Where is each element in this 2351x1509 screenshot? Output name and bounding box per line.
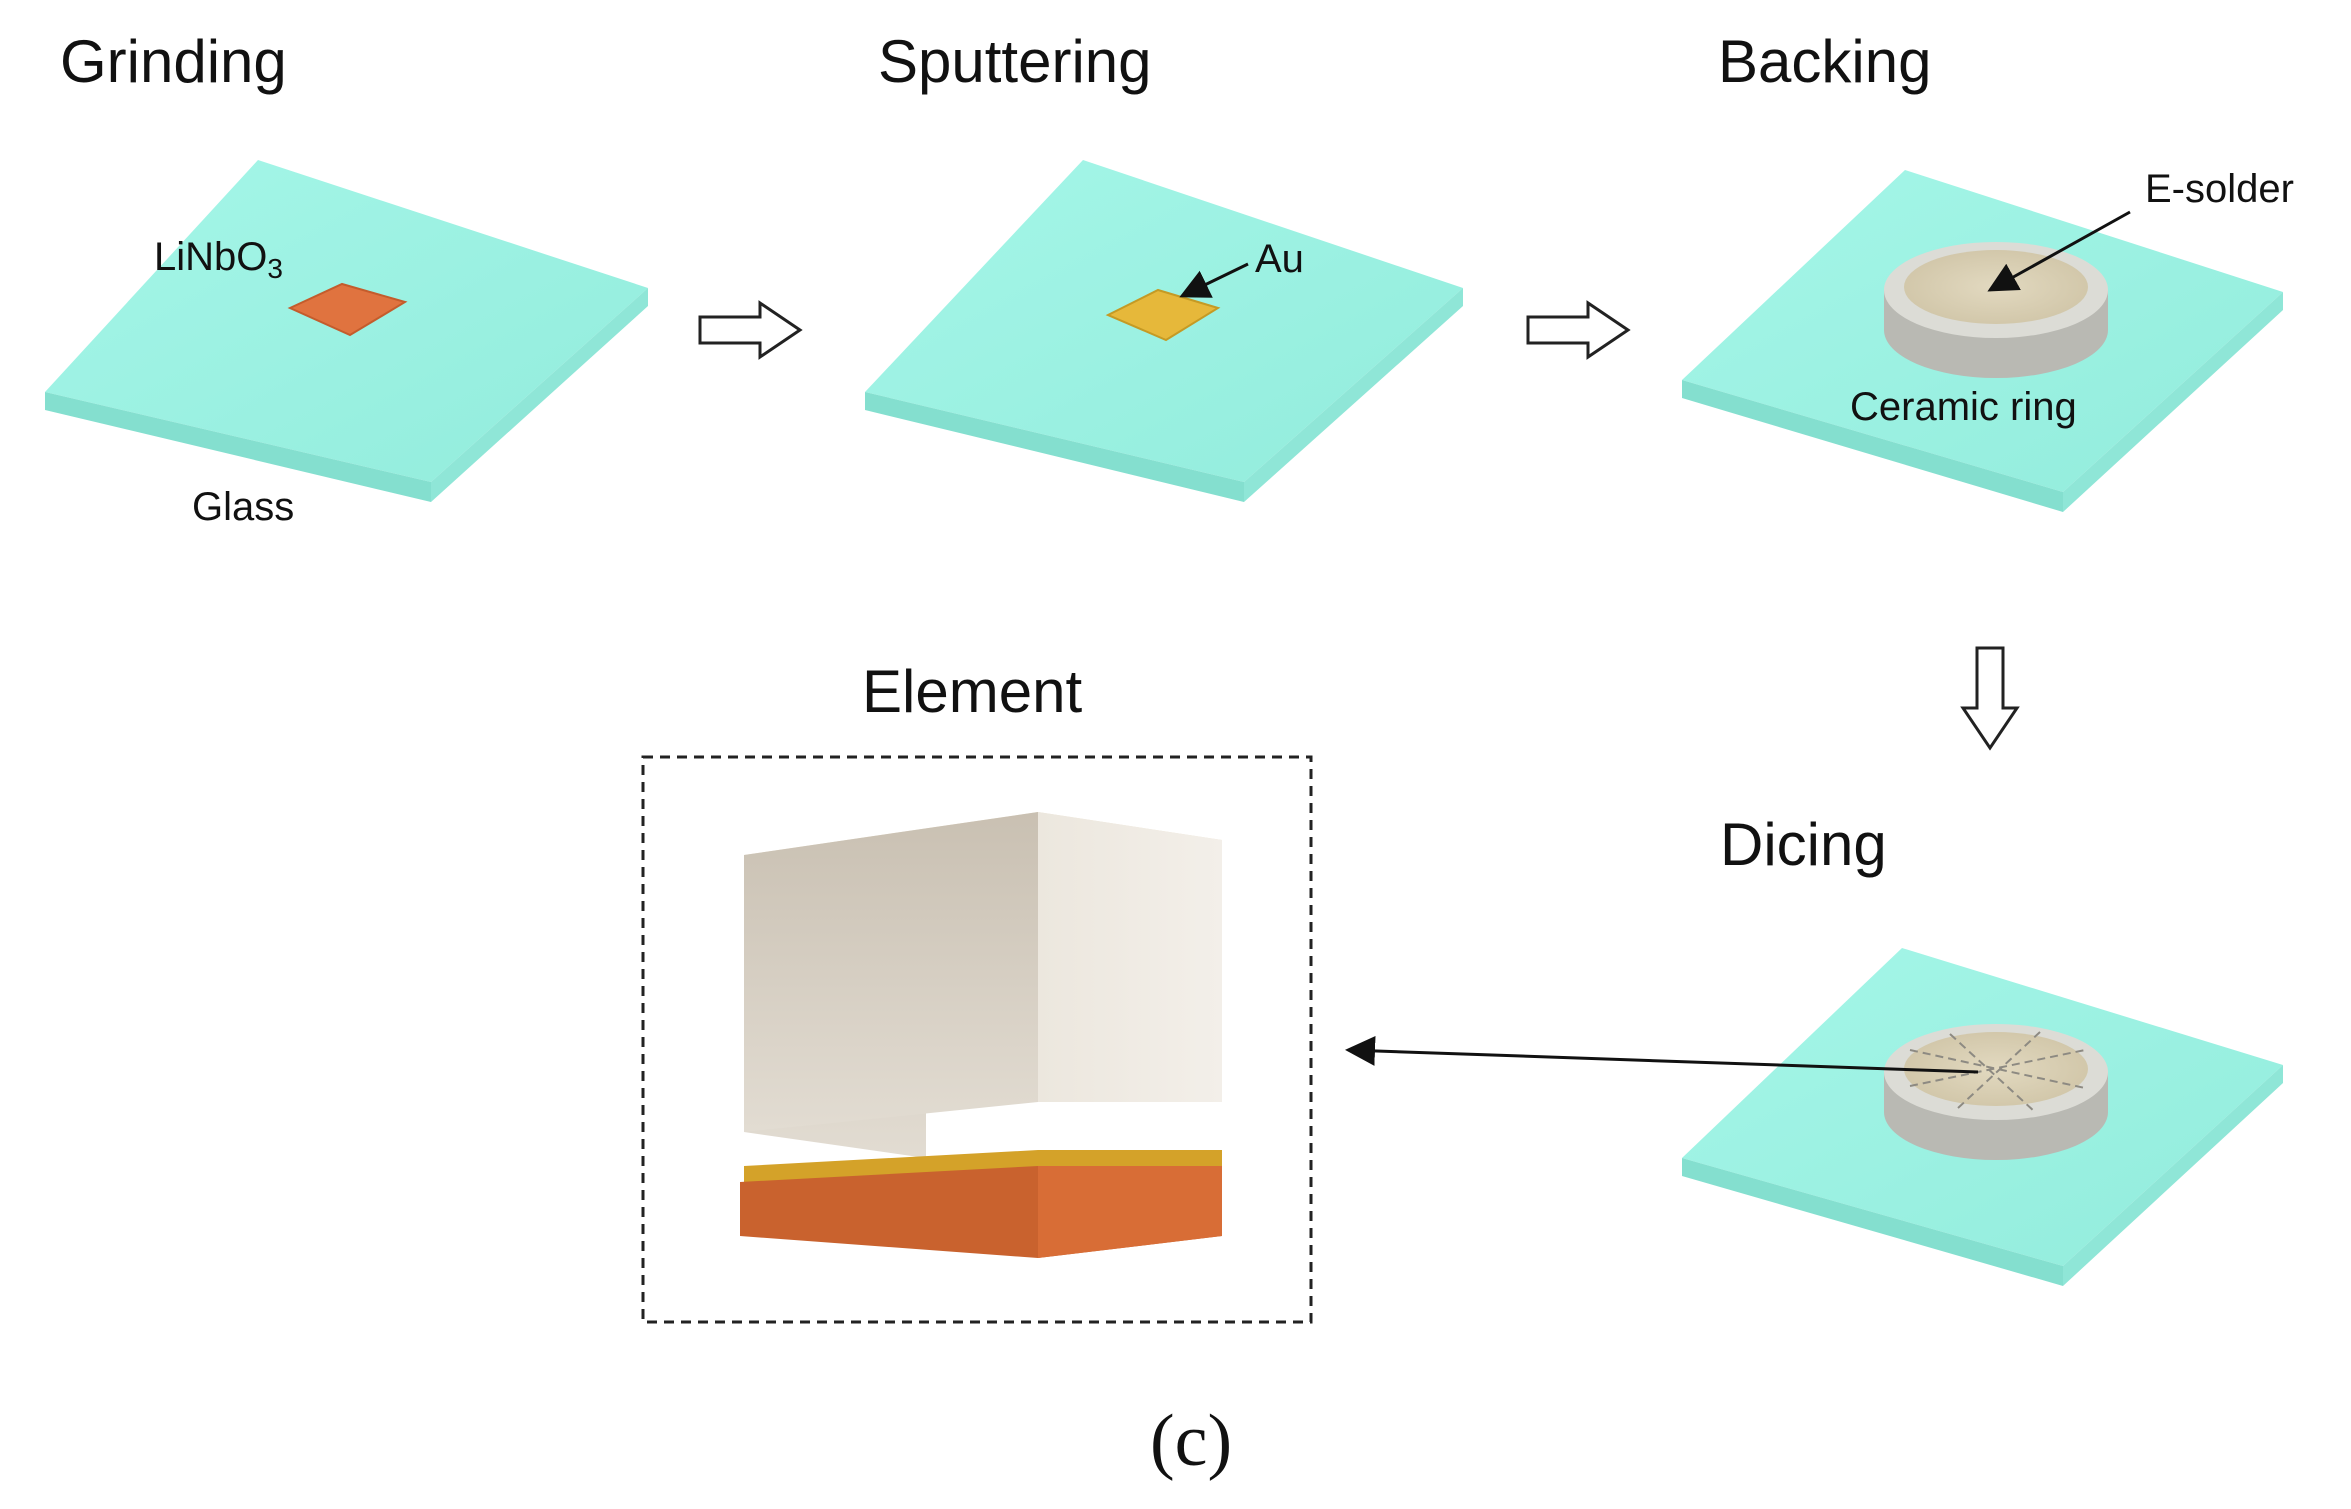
step-title-element: Element bbox=[862, 658, 1082, 725]
diced-ring bbox=[1884, 1024, 2108, 1160]
element-cube bbox=[740, 812, 1222, 1258]
gold-coated-chip bbox=[1105, 288, 1221, 342]
process-arrow-right-2 bbox=[1526, 300, 1631, 360]
step-title-backing: Backing bbox=[1718, 28, 1931, 95]
dicing-to-element-arrow bbox=[1345, 1035, 1979, 1074]
linbo3-label: LiNbO3 bbox=[154, 235, 283, 284]
linbo3-chip bbox=[287, 282, 408, 337]
au-label: Au bbox=[1255, 237, 1304, 281]
step-title-grinding: Grinding bbox=[60, 28, 287, 95]
e-solder-pointer-arrow bbox=[1987, 210, 2131, 292]
figure-caption: (c) bbox=[1150, 1400, 1232, 1482]
ceramic-ring-label: Ceramic ring bbox=[1850, 385, 2077, 429]
au-pointer-arrow bbox=[1179, 262, 1249, 298]
process-arrow-right-1 bbox=[698, 300, 803, 360]
svg-text:LiNbO3: LiNbO3 bbox=[154, 235, 283, 284]
e-solder-label: E-solder bbox=[2145, 167, 2294, 211]
process-arrow-down bbox=[1960, 646, 2020, 751]
ceramic-ring-backing bbox=[1884, 242, 2108, 378]
step-title-sputtering: Sputtering bbox=[878, 28, 1152, 95]
step-title-dicing: Dicing bbox=[1720, 811, 1887, 878]
glass-label: Glass bbox=[192, 485, 294, 529]
element-dashed-frame bbox=[641, 755, 1313, 1324]
